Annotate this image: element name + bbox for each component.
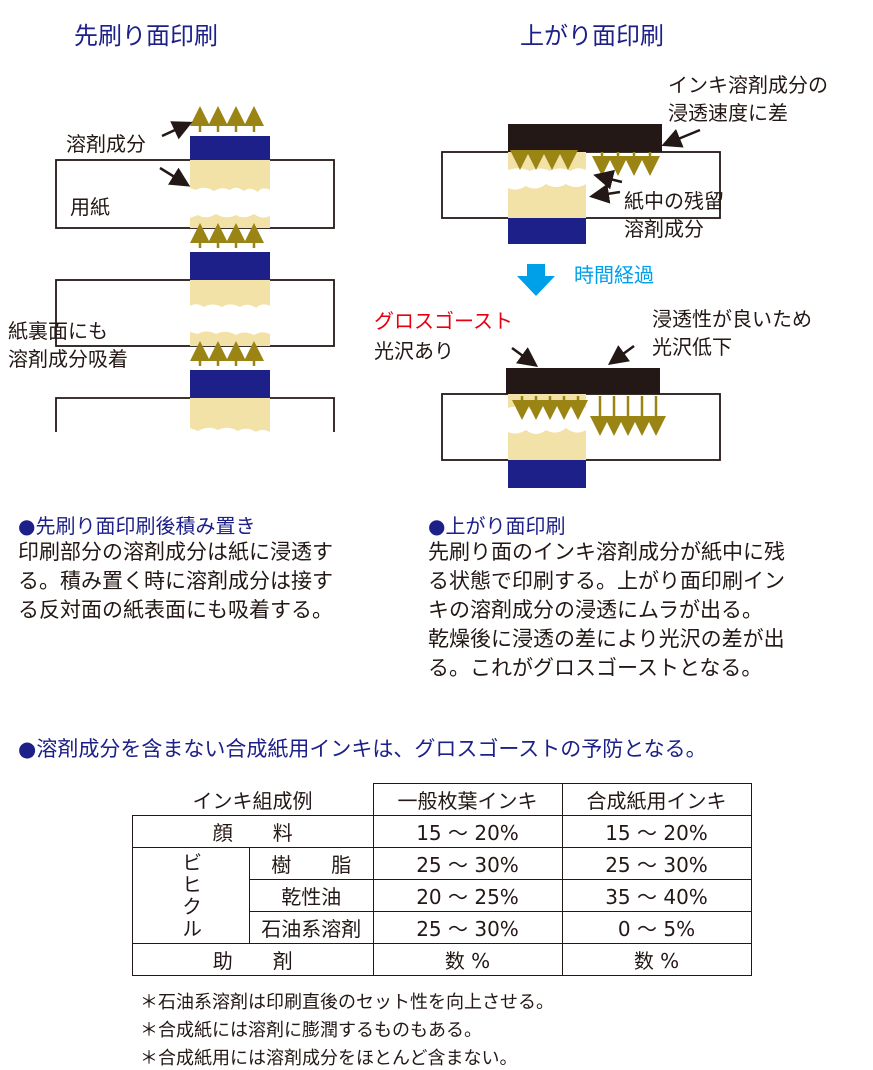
cell-general: 25 ～ 30% bbox=[372, 911, 563, 944]
cell-general: 15 ～ 20% bbox=[372, 815, 563, 848]
solvent-region bbox=[190, 398, 270, 432]
cell-synthetic: 25 ～ 30% bbox=[561, 847, 752, 880]
time-label: 時間経過 bbox=[574, 263, 654, 287]
paper-label: 用紙 bbox=[70, 195, 110, 219]
table-header-row: インキ組成例 一般枚葉インキ 合成紙用インキ bbox=[133, 783, 752, 816]
ink-layer bbox=[190, 252, 270, 280]
ink-layer bbox=[508, 460, 586, 488]
table-row: 乾性油 20 ～ 25% 35 ～ 40% bbox=[133, 879, 752, 912]
solvent-label: 溶剤成分 bbox=[66, 132, 146, 156]
pointer-arrow bbox=[589, 183, 621, 204]
ink-layer bbox=[508, 218, 586, 244]
gloss-label: 光沢あり bbox=[374, 339, 454, 363]
left-body: 印刷部分の溶剤成分は紙に浸透す る。積み置く時に溶剤成分は接す る反対面の紙表面… bbox=[18, 540, 333, 622]
footnote: ＊合成紙には溶剤に膨潤するものもある。 bbox=[140, 1020, 482, 1041]
footnote: ＊合成紙用には溶剤成分をほとんど含まない。 bbox=[140, 1048, 518, 1069]
ghost-label: グロスゴースト bbox=[374, 309, 513, 333]
right-before bbox=[441, 124, 721, 244]
speed-label-2: 浸透速度に差 bbox=[668, 101, 788, 125]
cell-general: 20 ～ 25% bbox=[372, 879, 563, 912]
cell-synthetic: 35 ～ 40% bbox=[561, 879, 752, 912]
ink-layer bbox=[190, 370, 270, 398]
prevention-note: ●溶剤成分を含まない合成紙用インキは、グロスゴーストの予防となる。 bbox=[18, 737, 707, 761]
left-heading: ●先刷り面印刷後積み置き bbox=[18, 514, 256, 538]
back-label-2: 溶剤成分吸着 bbox=[8, 347, 128, 371]
row-name: 石油系溶剤 bbox=[249, 911, 374, 944]
black-ink-layer bbox=[506, 368, 660, 394]
cell-general: 25 ～ 30% bbox=[372, 847, 563, 880]
residual-solvent bbox=[508, 184, 586, 218]
good-penetration-label-2: 光沢低下 bbox=[652, 335, 732, 359]
pointer-arrow bbox=[161, 121, 193, 140]
vehicle-label: ビヒクル bbox=[132, 847, 250, 944]
right-after bbox=[441, 344, 721, 488]
table-row: ビヒクル 樹 脂 25 ～ 30% 25 ～ 30% bbox=[132, 847, 752, 944]
pointer-arrow bbox=[511, 346, 539, 367]
cell-synthetic: 数 % bbox=[561, 943, 752, 976]
pointer-arrow bbox=[607, 344, 635, 365]
bullet-icon: ● bbox=[428, 514, 446, 538]
bullet-icon: ● bbox=[18, 514, 36, 538]
row-name: 樹 脂 bbox=[249, 847, 374, 880]
residual-label-2: 溶剤成分 bbox=[624, 217, 704, 241]
solvent-region bbox=[190, 331, 270, 346]
pointer-arrow bbox=[593, 169, 623, 190]
cell-general: 数 % bbox=[372, 943, 563, 976]
right-heading: ●上がり面印刷 bbox=[428, 514, 566, 538]
cell-synthetic: 15 ～ 20% bbox=[561, 815, 752, 848]
solvent-arrows bbox=[190, 106, 264, 132]
footnote: ＊石油系溶剤は印刷直後のセット性を向上させる。 bbox=[140, 992, 554, 1013]
ghosting-diagram bbox=[55, 106, 721, 488]
column-header-synthetic: 合成紙用インキ bbox=[561, 783, 752, 816]
time-arrow-icon bbox=[517, 264, 555, 296]
residual-solvent bbox=[508, 428, 586, 460]
ink-layer bbox=[190, 136, 270, 160]
table-row: 顔 料 15 ～ 20% 15 ～ 20% bbox=[132, 815, 752, 848]
pointer-arrow bbox=[159, 166, 191, 187]
row-name: 助 剤 bbox=[132, 943, 374, 976]
column-header-general: 一般枚葉インキ bbox=[372, 783, 563, 816]
row-name: 乾性油 bbox=[249, 879, 374, 912]
left-title: 先刷り面印刷 bbox=[74, 22, 218, 50]
back-label-1: 紙裏面にも bbox=[8, 319, 108, 343]
solvent-region bbox=[190, 160, 270, 192]
solvent-arrows bbox=[190, 341, 264, 366]
good-penetration-label-1: 浸透性が良いため bbox=[652, 307, 812, 331]
pointer-arrow bbox=[661, 128, 701, 148]
black-ink-layer bbox=[508, 124, 662, 152]
speed-label-1: インキ溶剤成分の bbox=[668, 73, 828, 97]
ink-composition-table: インキ組成例 一般枚葉インキ 合成紙用インキ 顔 料 15 ～ 20% 15 ～… bbox=[132, 783, 752, 976]
penetration-arrows bbox=[512, 396, 666, 436]
residual-label-1: 紙中の残留 bbox=[624, 189, 724, 213]
right-title: 上がり面印刷 bbox=[520, 22, 664, 50]
solvent-region bbox=[190, 280, 270, 308]
right-body: 先刷り面のインキ溶剤成分が紙中に残 る状態で印刷する。上がり面印刷イン キの溶剤… bbox=[428, 540, 785, 680]
cell-synthetic: 0 ～ 5% bbox=[561, 911, 752, 944]
bullet-icon: ● bbox=[18, 737, 37, 761]
left-stack bbox=[55, 106, 335, 432]
penetration-arrows bbox=[510, 150, 660, 176]
solvent-arrows bbox=[190, 223, 264, 248]
table-row: 助 剤 数 % 数 % bbox=[132, 943, 752, 976]
table-corner-label: インキ組成例 bbox=[192, 788, 313, 813]
row-name: 顔 料 bbox=[132, 815, 374, 848]
